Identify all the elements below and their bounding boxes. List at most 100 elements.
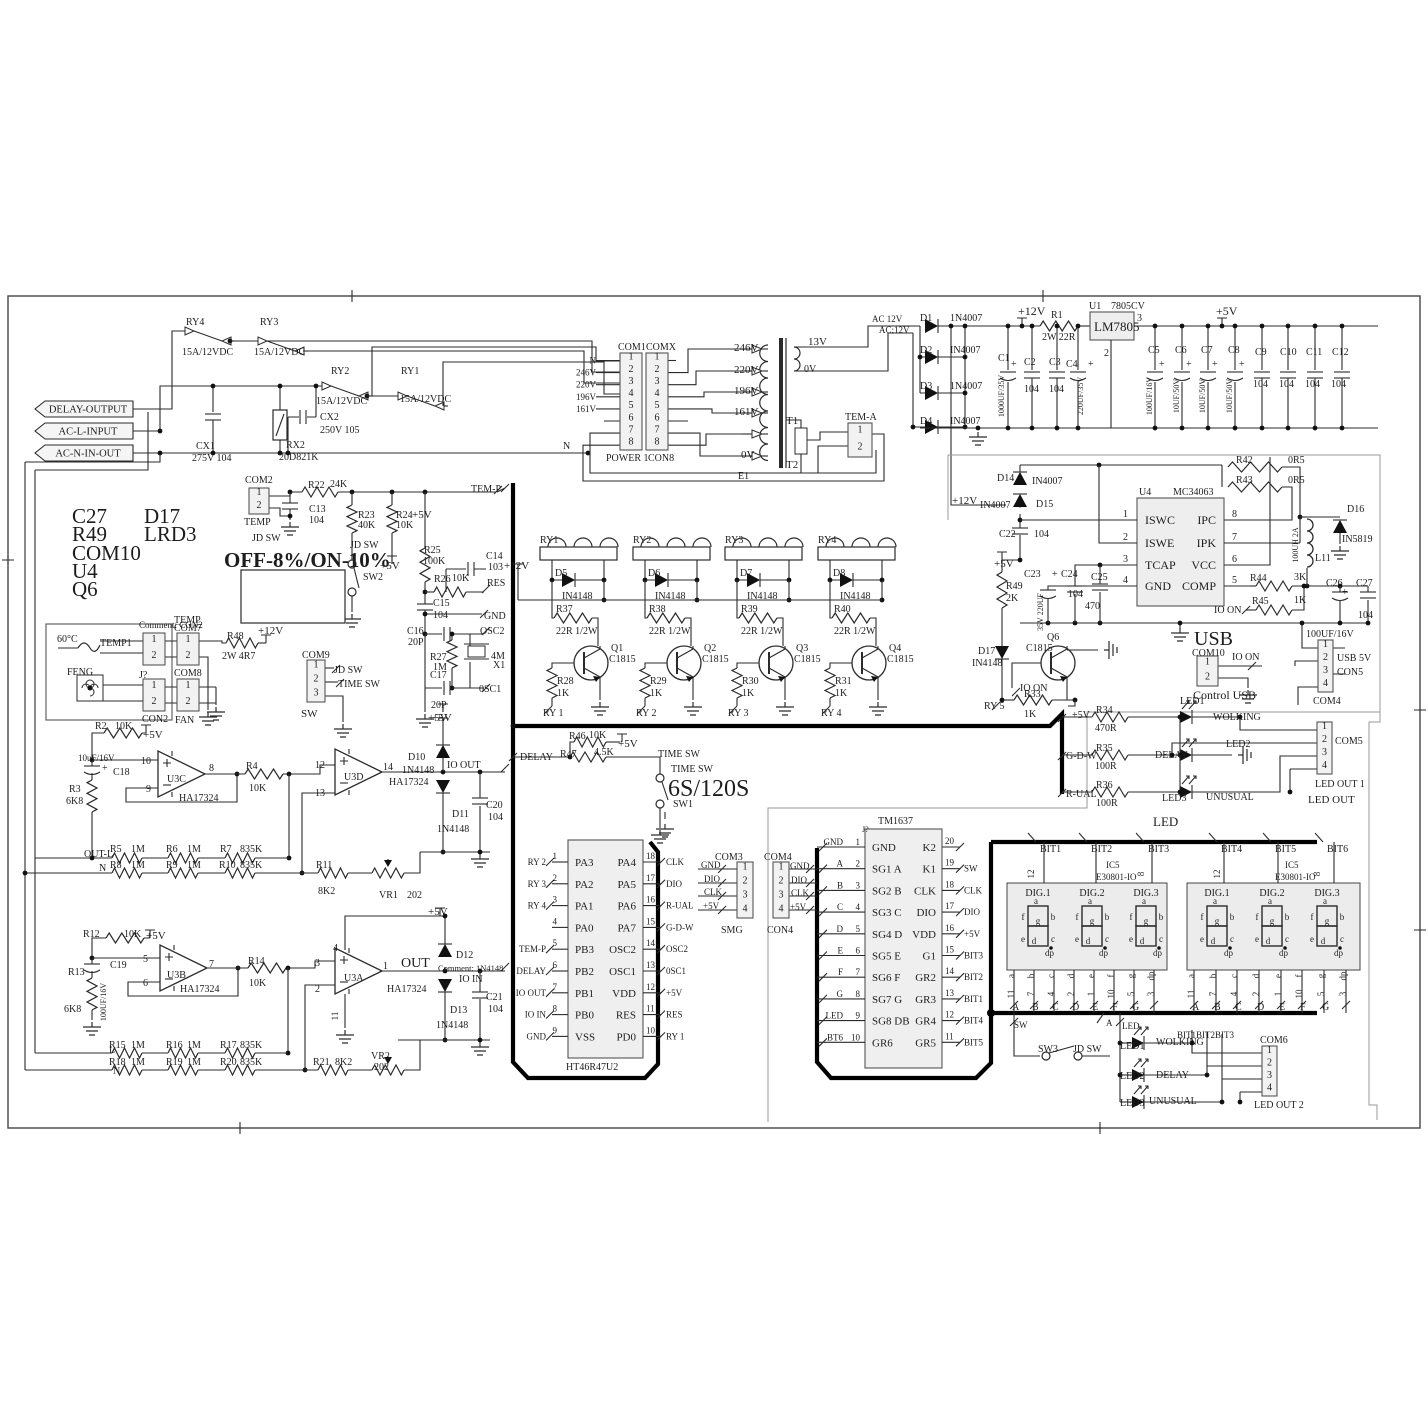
label: R25: [424, 545, 441, 556]
label: dp: [1099, 948, 1109, 958]
label: D8: [833, 568, 845, 579]
label: R1: [1051, 310, 1063, 321]
label: COMX: [646, 342, 677, 353]
net-tag-label: AC-N-IN-OUT: [55, 449, 121, 460]
label: D14: [997, 473, 1014, 484]
label: 6K8: [66, 796, 83, 807]
label: 4: [1229, 991, 1239, 996]
wire: [545, 857, 555, 867]
wire: [818, 929, 828, 939]
label: R11: [316, 860, 332, 871]
label: D: [1072, 1002, 1079, 1013]
label: +5V: [703, 901, 720, 911]
label: B: [1214, 1002, 1221, 1013]
wire: [805, 864, 815, 874]
wire: [818, 951, 828, 960]
label: e: [1310, 934, 1314, 944]
wire: [1208, 832, 1218, 843]
label: d: [1140, 936, 1145, 946]
label: 7: [209, 959, 214, 970]
section-divider: [767, 454, 1381, 1122]
label: B: [837, 880, 843, 890]
label: 4.5K: [594, 747, 615, 758]
label: R24: [396, 510, 413, 521]
junction-dot: [1285, 425, 1291, 431]
label: TEM-A: [845, 412, 877, 423]
wire: [1319, 1000, 1329, 1010]
label: SG4 D: [872, 929, 902, 941]
label: d: [1032, 936, 1037, 946]
junction-dot: [1237, 714, 1243, 720]
label: SG7 G: [872, 994, 902, 1006]
wire: [821, 705, 831, 715]
junction-dot: [510, 723, 516, 729]
ic-tm1637: [864, 828, 943, 1069]
label: CLK: [964, 885, 983, 895]
wire: [656, 944, 666, 954]
wire: [798, 332, 913, 372]
label: 20P: [431, 700, 447, 711]
label: f: [1106, 975, 1116, 978]
label: FAN: [175, 715, 194, 726]
relay-contact: [184, 326, 196, 336]
label: 10K: [452, 573, 470, 584]
wire: [261, 634, 271, 643]
label: 18: [646, 851, 656, 861]
label: 104: [433, 610, 448, 621]
switch-contact: [655, 773, 665, 783]
seg-dp: [1157, 946, 1161, 950]
label: C7: [1201, 345, 1213, 356]
temp-enclosure: [45, 623, 173, 721]
label: e: [1200, 934, 1204, 944]
junction-dot: [1075, 323, 1081, 329]
wire: [656, 988, 666, 998]
wire: [1173, 377, 1191, 382]
wire: [103, 726, 143, 740]
label: RY 2: [528, 857, 546, 867]
wire: [193, 330, 223, 342]
wire: [717, 878, 727, 888]
wire: [127, 968, 239, 997]
label: RX2: [286, 440, 305, 451]
label: 1K: [557, 688, 570, 699]
label: OSC2: [480, 626, 504, 637]
label: b: [1230, 912, 1235, 922]
label: IC5: [1106, 860, 1120, 870]
wire: [606, 756, 661, 774]
emitter-arrow: [686, 676, 693, 682]
label: +: [1011, 359, 1017, 370]
relay-contact: [397, 391, 409, 401]
wire: [496, 487, 506, 493]
label: R12: [83, 929, 100, 940]
label: 9: [146, 784, 151, 795]
led: [1180, 711, 1192, 723]
label: COM5: [1335, 736, 1363, 747]
label: c: [1229, 974, 1239, 978]
wire: [83, 969, 101, 974]
label: Q2: [704, 643, 716, 654]
label: 8: [1136, 871, 1146, 876]
label: 12: [315, 760, 325, 771]
junction-dot: [1301, 583, 1307, 589]
label: R10: [219, 860, 236, 871]
label: COM10: [1192, 648, 1225, 659]
label: 104: [488, 1004, 503, 1015]
label: b: [1159, 912, 1164, 922]
label: R45: [1252, 596, 1269, 607]
wire: [433, 585, 467, 599]
ground-symbol: [1239, 690, 1257, 704]
label: 15: [945, 945, 955, 955]
wire: [85, 779, 99, 813]
wire: [111, 851, 143, 865]
label: 1: [1123, 509, 1128, 520]
wire: [1050, 646, 1068, 659]
label: +: [1186, 359, 1192, 370]
label: C27: [72, 504, 107, 528]
label: R40: [834, 604, 851, 615]
label: R9: [166, 860, 178, 871]
net-tag: [34, 444, 134, 462]
wire: [1133, 1058, 1142, 1068]
wire: [500, 763, 510, 773]
label: DELAY: [1155, 750, 1188, 761]
seg-dp: [1103, 946, 1107, 950]
